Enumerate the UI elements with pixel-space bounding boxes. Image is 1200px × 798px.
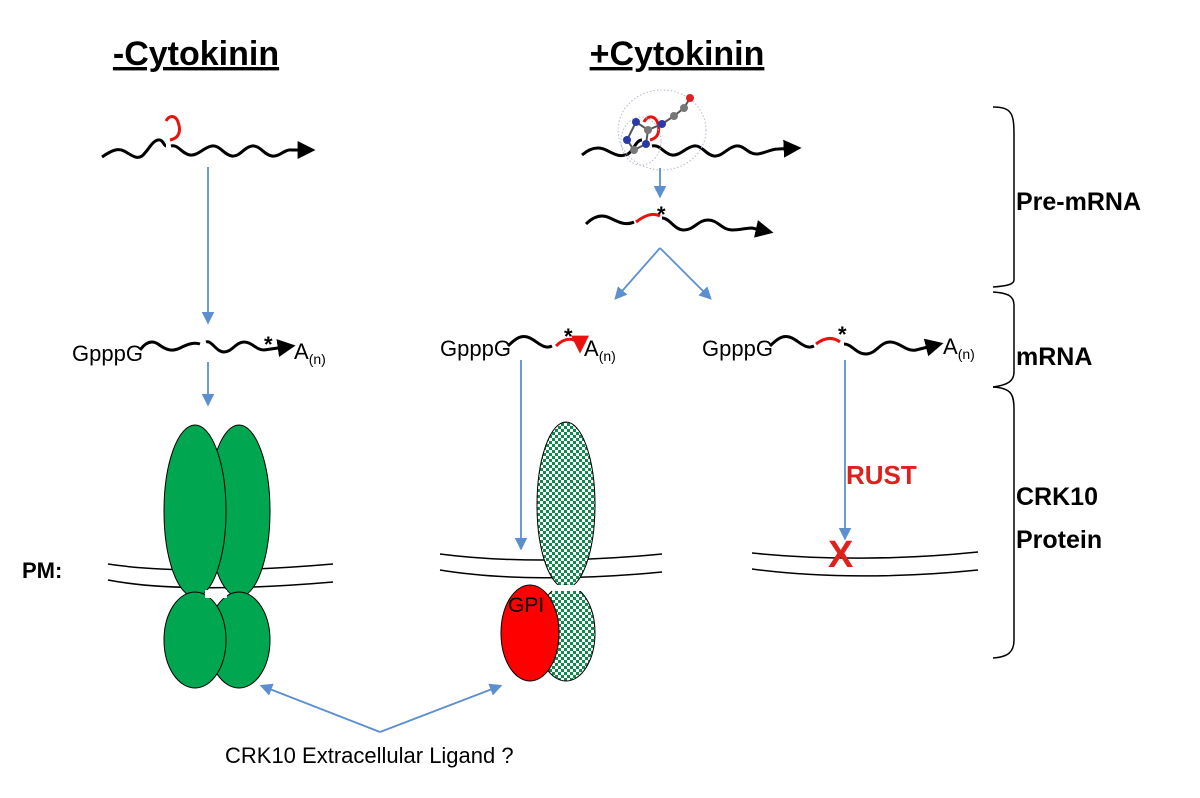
title-minus-cytokinin: -Cytokinin [113,35,279,73]
stop-mark: * [838,322,847,347]
cap-label: GpppG [72,341,143,366]
bracket-mrna [992,291,1015,388]
pre-mrna-minus [101,115,316,159]
label-mrna: mRNA [1016,343,1092,371]
stop-mark: * [564,324,573,349]
mrna-variant-gpi: GpppG * A(n) [440,324,616,364]
polya-label: A(n) [584,336,616,364]
polya-label: A(n) [294,339,326,367]
membrane-middle-inner [439,569,663,579]
membrane-right-inner [751,568,979,577]
arrow-ligand-right [379,683,503,733]
bracket-pre-mrna [992,106,1015,288]
stop-mark: * [657,202,666,227]
label-pre-mrna: Pre-mRNA [1016,188,1141,216]
title-plus-cytokinin: +Cytokinin [590,35,765,73]
label-rust: RUST [846,460,917,490]
cytokinin-molecule-icon [617,89,707,171]
label-crk10: CRK10 [1016,483,1098,511]
polya-label: A(n) [943,334,975,362]
pre-mrna-plus [581,115,802,158]
membrane-right-outer [751,551,979,559]
cap-label: GpppG [440,336,511,361]
label-ligand: CRK10 Extracellular Ligand ? [225,743,514,768]
cap-label: GpppG [702,336,773,361]
arrow-branch-right [659,247,712,300]
arrow-branch-left [614,247,661,300]
stop-mark: * [264,332,273,357]
bracket-protein [992,386,1015,659]
mrna-variant-rust: GpppG * A(n) [702,322,975,362]
crk10-dimer-protein [163,424,271,689]
label-protein: Protein [1016,526,1102,554]
label-pm: PM: [22,558,62,583]
label-gpi: GPI [508,594,544,617]
arrow-ligand-left [259,683,381,733]
membrane-middle-outer [439,553,663,561]
pre-mrna-plus-spliced: * [584,202,774,238]
blocked-x-icon: X [828,534,854,576]
mrna-minus: GpppG * A(n) [72,332,326,367]
crk10-gpi-protein [500,421,596,682]
